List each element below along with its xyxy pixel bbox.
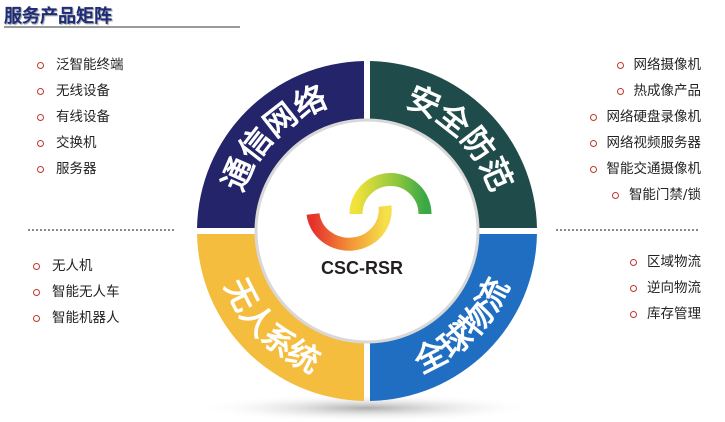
ring-segment-security [369,61,537,229]
list-item-label: 智能无人车 [52,284,120,300]
divider-left [28,229,174,231]
list-item: 区域物流 [630,249,701,275]
list-item: 网络视频服务器 [589,130,702,156]
bullet-icon [33,262,40,270]
bullet-icon [616,87,624,95]
list-item: 交换机 [37,130,124,156]
list-item: 库存管理 [630,301,701,327]
list-unmanned-systems: 无人机智能无人车智能机器人 [33,253,120,331]
list-item: 智能机器人 [33,305,120,331]
list-item: 无人机 [33,253,120,279]
list-item-label: 智能交通摄像机 [606,161,702,177]
center-circle [254,118,480,344]
list-comm-network: 泛智能终端无线设备有线设备交换机服务器 [37,52,124,182]
bullet-icon [630,284,637,292]
title-underline [4,26,240,28]
list-item-label: 智能机器人 [52,310,120,326]
logo-text: CSC-RSR [321,258,403,278]
bullet-icon [616,61,624,69]
list-item-label: 网络摄像机 [633,57,702,73]
list-item: 有线设备 [37,104,124,130]
bullet-icon [630,310,637,318]
bullet-icon [589,139,597,147]
list-item-label: 逆向物流 [647,280,701,296]
list-item: 智能交通摄像机 [589,156,702,182]
list-item: 热成像产品 [590,78,702,104]
list-item-label: 库存管理 [647,306,701,322]
csc-rsr-logo: CSC-RSR [306,173,432,278]
bullet-icon [589,165,597,173]
list-item-label: 无人机 [52,258,93,274]
list-item-label: 泛智能终端 [56,57,124,73]
list-item: 网络硬盘录像机 [589,104,702,130]
bullet-icon [37,87,44,95]
bullet-icon [33,288,40,296]
list-item-label: 区域物流 [647,254,701,270]
list-item: 无线设备 [37,78,124,104]
ring-shadow [197,394,537,422]
list-item-label: 网络视频服务器 [606,135,702,151]
list-item-label: 交换机 [56,135,97,151]
bullet-icon [37,165,44,173]
list-item-label: 有线设备 [56,109,110,125]
list-item-label: 智能门禁/锁 [628,187,701,203]
list-item-label: 热成像产品 [633,83,702,99]
list-item: 智能无人车 [33,279,120,305]
list-item: 逆向物流 [630,275,701,301]
divider-right [556,229,698,231]
list-item: 泛智能终端 [37,52,124,78]
bullet-icon [37,61,44,69]
list-item: 智能门禁/锁 [590,182,701,208]
list-logistics: 区域物流逆向物流库存管理 [630,249,701,327]
list-security: 网络摄像机热成像产品网络硬盘录像机网络视频服务器智能交通摄像机智能门禁/锁 [589,52,702,208]
bullet-icon [630,258,637,266]
bullet-icon [37,113,44,121]
logo-upper-swoosh [349,173,432,215]
list-item-label: 无线设备 [56,83,110,99]
ring-segment-logistics [369,233,537,401]
page-title: 服务产品矩阵 [4,6,112,27]
bullet-icon [589,113,597,121]
bullet-icon [611,191,619,199]
bullet-icon [33,314,40,322]
list-item-label: 服务器 [56,161,97,177]
ring-segment-comm [197,61,365,229]
list-item: 服务器 [37,156,124,182]
list-item: 网络摄像机 [590,52,702,78]
ring-segment-unmanned [197,233,365,401]
list-item-label: 网络硬盘录像机 [606,109,702,125]
bullet-icon [37,139,44,147]
logo-lower-swoosh [306,205,392,251]
